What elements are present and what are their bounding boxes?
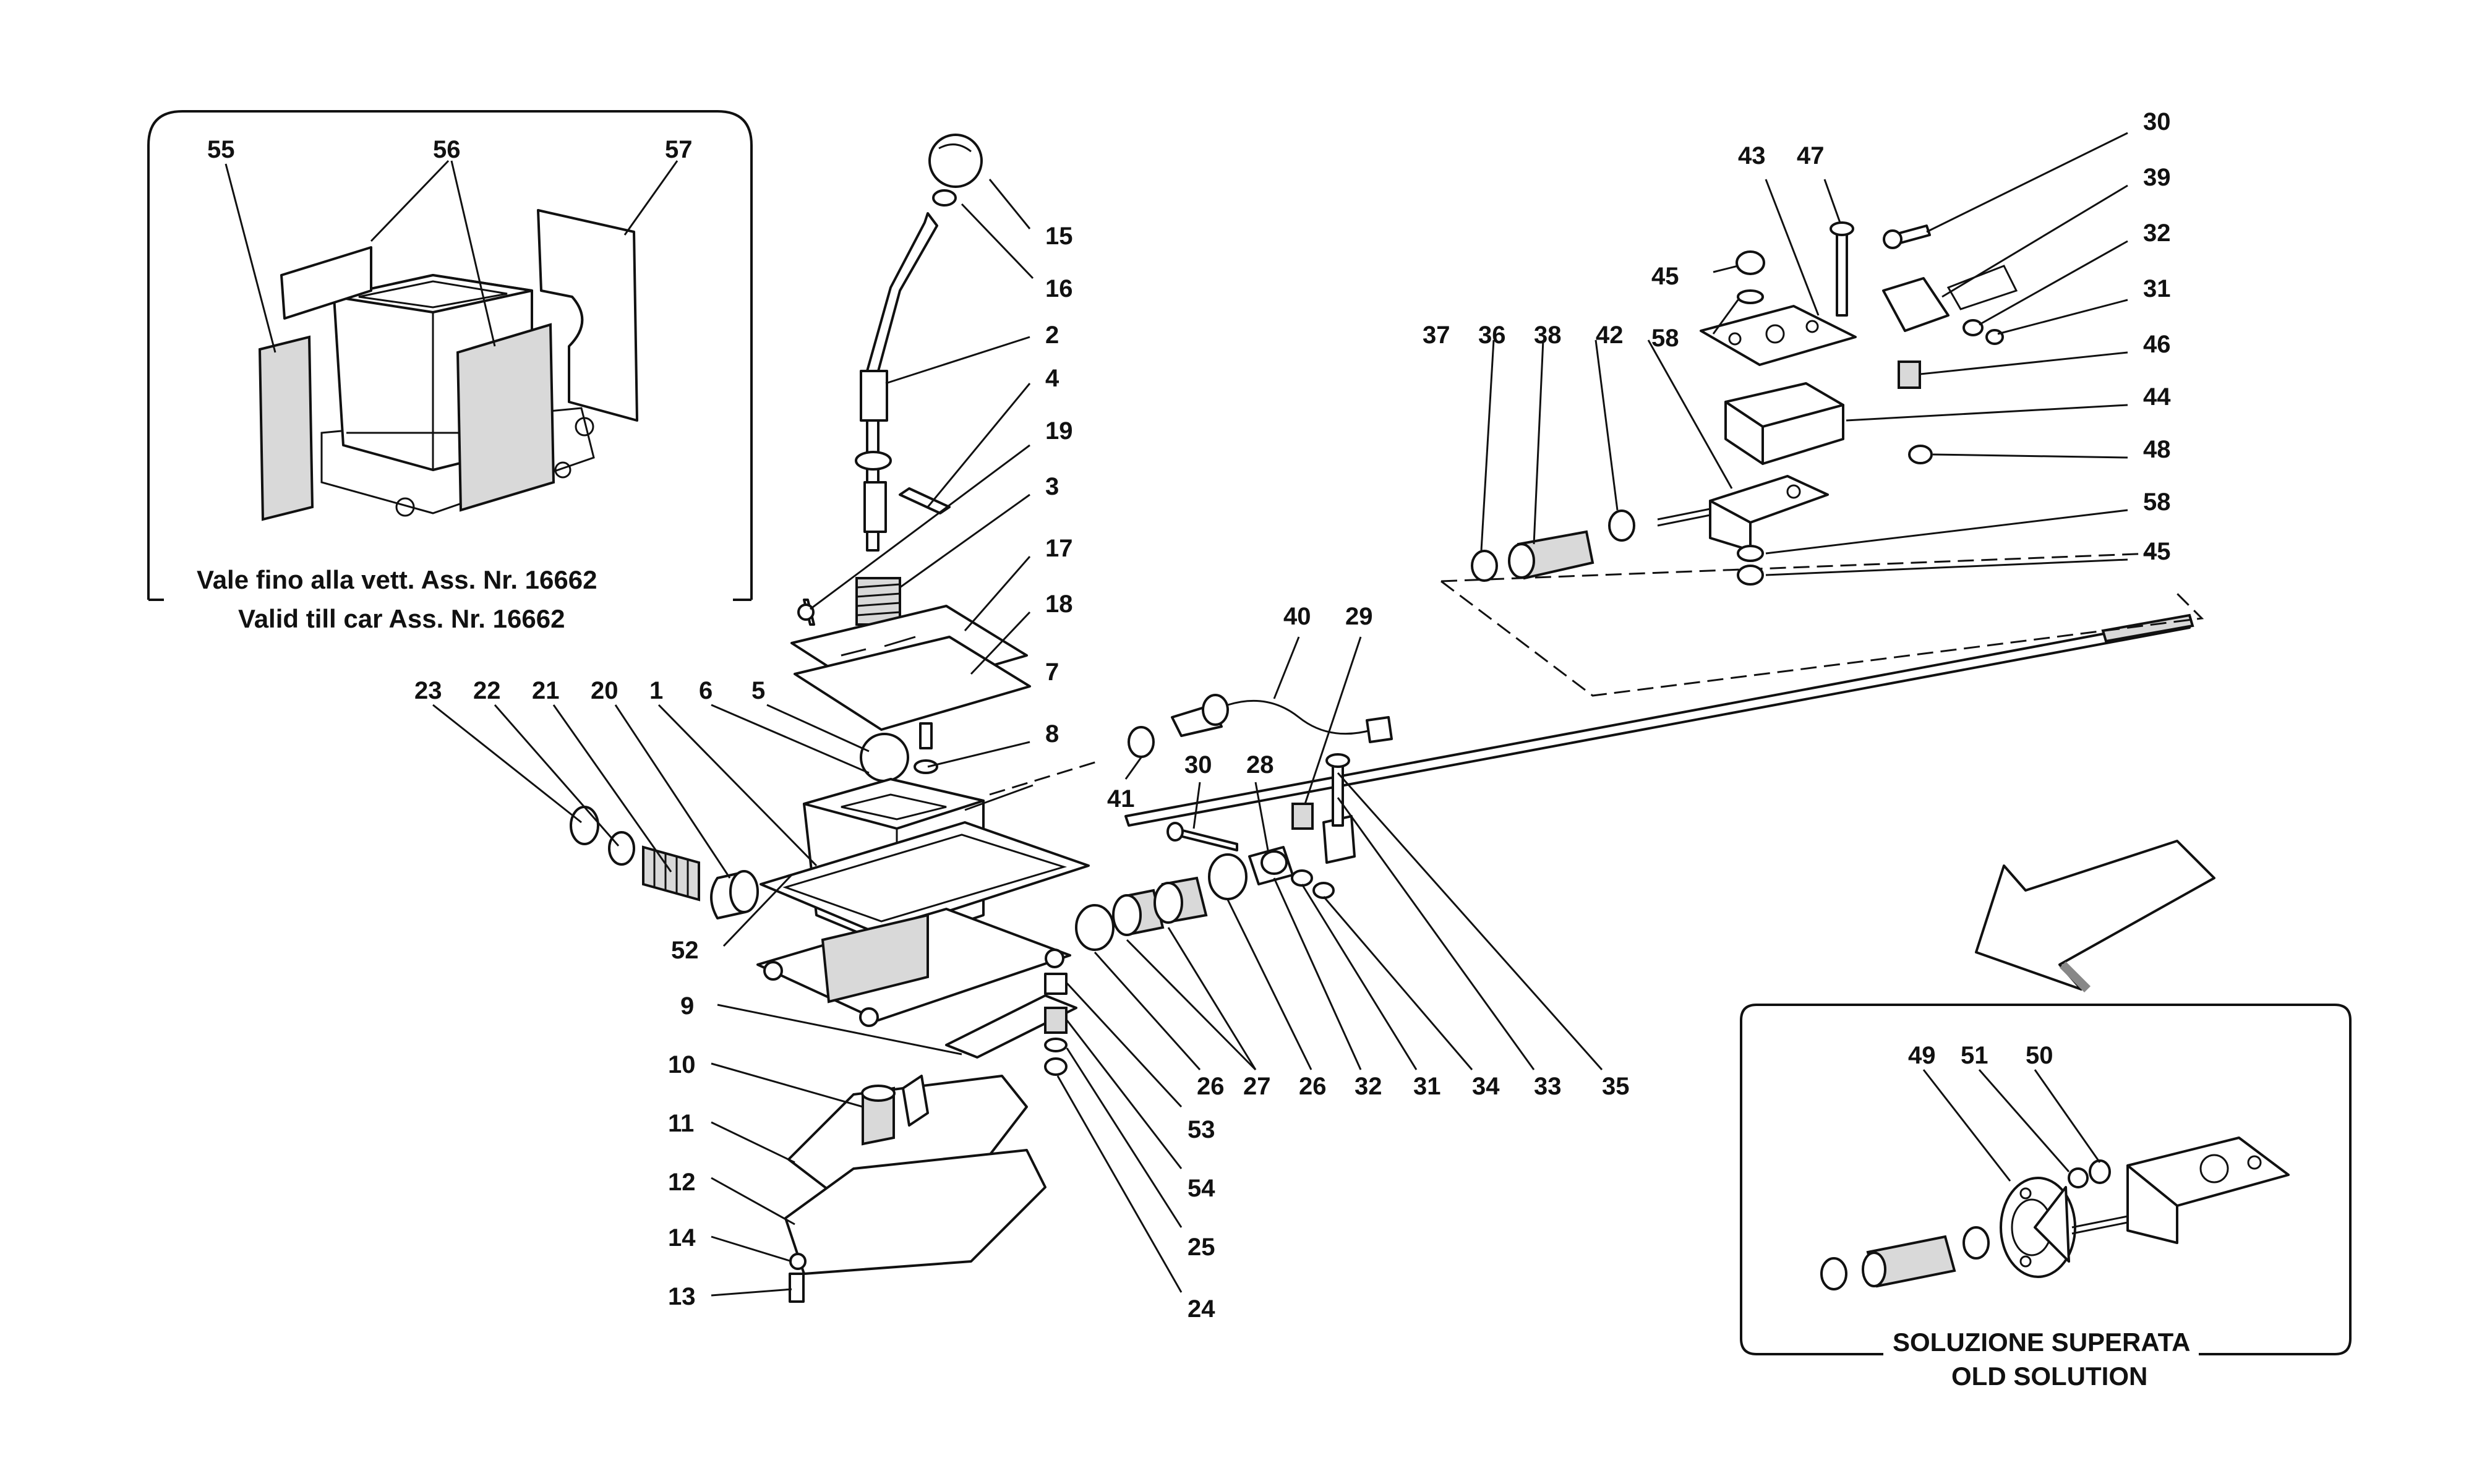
callout-33: 33 (1534, 1073, 1562, 1100)
callout-14: 14 (668, 1224, 696, 1252)
callout-29: 29 (1345, 603, 1373, 630)
callout-50: 50 (2026, 1042, 2053, 1069)
callout-27: 27 (1243, 1073, 1271, 1100)
callout-8: 8 (1045, 720, 1059, 748)
callout-39: 39 (2143, 164, 2171, 191)
inset-old-solution: 49 51 50 SOLUZIONE SUPERATA OLD SOLUTION (1740, 1004, 2352, 1391)
callout-2: 2 (1045, 322, 1059, 349)
bush-stack: 53 54 25 24 (1044, 973, 1215, 1323)
callout-4: 4 (1045, 365, 1059, 392)
callout-25: 25 (1188, 1234, 1215, 1261)
callout-53: 53 (1188, 1116, 1215, 1143)
callout-10: 10 (668, 1051, 696, 1078)
inset-caption-italian-2: SOLUZIONE SUPERATA (1893, 1328, 2190, 1357)
callout-13: 13 (668, 1283, 696, 1310)
callout-11: 11 (668, 1110, 694, 1137)
callout-34: 34 (1472, 1073, 1500, 1100)
callout-21: 21 (532, 677, 560, 704)
callout-12: 12 (668, 1169, 696, 1196)
sensor-assembly: 40 41 (1107, 603, 1393, 812)
callout-3: 3 (1045, 473, 1059, 500)
callout-1: 1 (649, 677, 663, 704)
callout-28: 28 (1246, 751, 1274, 778)
shaft-linkage: 26 27 26 32 31 34 33 35 30 28 29 (989, 603, 2194, 1100)
forward-direction-arrow (1975, 840, 2215, 992)
callout-16: 16 (1045, 275, 1073, 302)
callout-49: 49 (1908, 1042, 1936, 1069)
callout-57: 57 (665, 136, 693, 163)
callout-6: 6 (699, 677, 713, 704)
callout-51: 51 (1961, 1042, 1988, 1069)
callout-30-lower: 30 (1184, 751, 1212, 778)
selector-lower-housing: 9 10 11 12 14 13 (668, 992, 1077, 1310)
callout-44: 44 (2143, 383, 2171, 411)
callout-54: 54 (1188, 1175, 1215, 1202)
callout-7: 7 (1045, 659, 1059, 686)
callout-45-lower: 45 (2143, 538, 2171, 565)
callout-47: 47 (1797, 142, 1825, 169)
callout-24: 24 (1188, 1295, 1215, 1323)
shift-knob-15 (928, 134, 983, 188)
callout-56: 56 (433, 136, 461, 163)
callout-41: 41 (1107, 785, 1135, 812)
callout-20: 20 (591, 677, 618, 704)
callout-15: 15 (1045, 223, 1073, 250)
pad-56-rear (280, 246, 372, 320)
callout-37: 37 (1423, 322, 1450, 349)
shift-housing-assembly: 52 7 8 (671, 659, 1090, 1027)
callout-9: 9 (680, 992, 694, 1020)
callout-5: 5 (751, 677, 765, 704)
rear-linkage-assembly: 37 36 38 42 43 47 45 58 30 39 32 31 46 4… (1423, 108, 2204, 697)
callout-32-upper: 32 (2143, 220, 2171, 247)
callout-32-lower: 32 (1355, 1073, 1382, 1100)
callout-26-right: 26 (1299, 1073, 1327, 1100)
callout-40: 40 (1283, 603, 1311, 630)
inset-old-housing: 55 56 57 Vale fino alla vett. Ass. Nr. 1… (147, 110, 753, 633)
spring-and-guide-plate: 19 3 17 18 (790, 417, 1073, 731)
callout-35: 35 (1602, 1073, 1630, 1100)
callout-55: 55 (207, 136, 235, 163)
callout-58-upper: 58 (1651, 325, 1679, 352)
callout-43: 43 (1738, 142, 1766, 169)
ball-joint-5 (860, 733, 909, 782)
detent-spring-stack: 23 22 21 20 1 6 5 (414, 677, 870, 919)
pad-55 (258, 335, 314, 521)
callout-26-left: 26 (1197, 1073, 1225, 1100)
callout-45-upper: 45 (1651, 263, 1679, 290)
callout-17: 17 (1045, 535, 1073, 562)
callout-46: 46 (2143, 331, 2171, 358)
inset-caption-italian: Vale fino alla vett. Ass. Nr. 16662 (197, 565, 597, 594)
callout-58-lower: 58 (2143, 488, 2171, 516)
inset-caption-english: Valid till car Ass. Nr. 16662 (238, 604, 565, 633)
plate-57 (537, 209, 638, 422)
callout-38: 38 (1534, 322, 1562, 349)
callout-42: 42 (1596, 322, 1624, 349)
callout-36: 36 (1478, 322, 1506, 349)
callout-22: 22 (473, 677, 501, 704)
callout-48: 48 (2143, 436, 2171, 463)
callout-30-upper: 30 (2143, 108, 2171, 135)
gear-lever-assembly: 15 16 2 4 (855, 134, 1073, 552)
pad-56-front (456, 323, 555, 512)
callout-31-upper: 31 (2143, 275, 2171, 302)
callout-23: 23 (414, 677, 442, 704)
inset-caption-english-2: OLD SOLUTION (1951, 1362, 2147, 1391)
callout-19: 19 (1045, 417, 1073, 445)
callout-31-lower: 31 (1413, 1073, 1441, 1100)
callout-18: 18 (1045, 591, 1073, 618)
callout-52: 52 (671, 937, 699, 964)
